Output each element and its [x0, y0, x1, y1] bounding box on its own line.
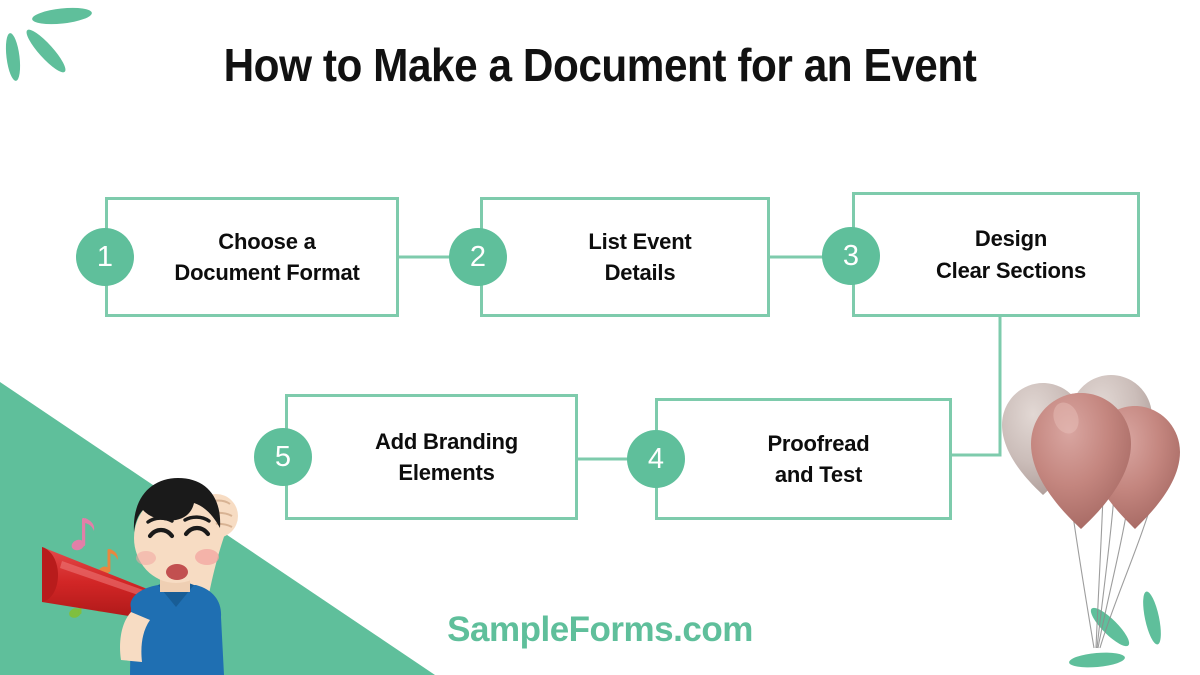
page-title: How to Make a Document for an Event	[223, 39, 977, 91]
step-box-2[interactable]: List Event Details	[480, 197, 770, 317]
balloon	[1031, 393, 1131, 529]
step-number-4: 4	[627, 430, 685, 488]
step-label-5: Add Branding Elements	[374, 428, 519, 485]
step-box-1[interactable]: Choose a Document Format	[105, 197, 399, 317]
step-label-3: Design Clear Sections	[935, 226, 1087, 283]
step-label-4: Proofread and Test	[767, 430, 870, 487]
step-label-2: List Event Details	[588, 228, 692, 285]
balloon	[1070, 375, 1152, 486]
footer-brand: SampleForms.com	[447, 610, 753, 649]
connector-3-to-4	[952, 317, 1002, 457]
music-note-icon	[71, 518, 95, 551]
balloon-bunch-illustration	[1002, 375, 1180, 649]
step-box-4[interactable]: Proofread and Test	[655, 398, 952, 520]
balloon	[1037, 393, 1123, 510]
step-box-3[interactable]: Design Clear Sections	[852, 192, 1140, 317]
raised-arm	[178, 494, 238, 616]
balloon	[1090, 406, 1180, 529]
step-label-1: Choose a Document Format	[174, 228, 360, 285]
step-number-2: 2	[449, 228, 507, 286]
step-number-1: 1	[76, 228, 134, 286]
step-box-5[interactable]: Add Branding Elements	[285, 394, 578, 520]
balloon	[1002, 383, 1084, 495]
step-number-3: 3	[822, 227, 880, 285]
music-note-icon	[98, 549, 118, 576]
step-number-5: 5	[254, 428, 312, 486]
hair	[133, 478, 221, 532]
